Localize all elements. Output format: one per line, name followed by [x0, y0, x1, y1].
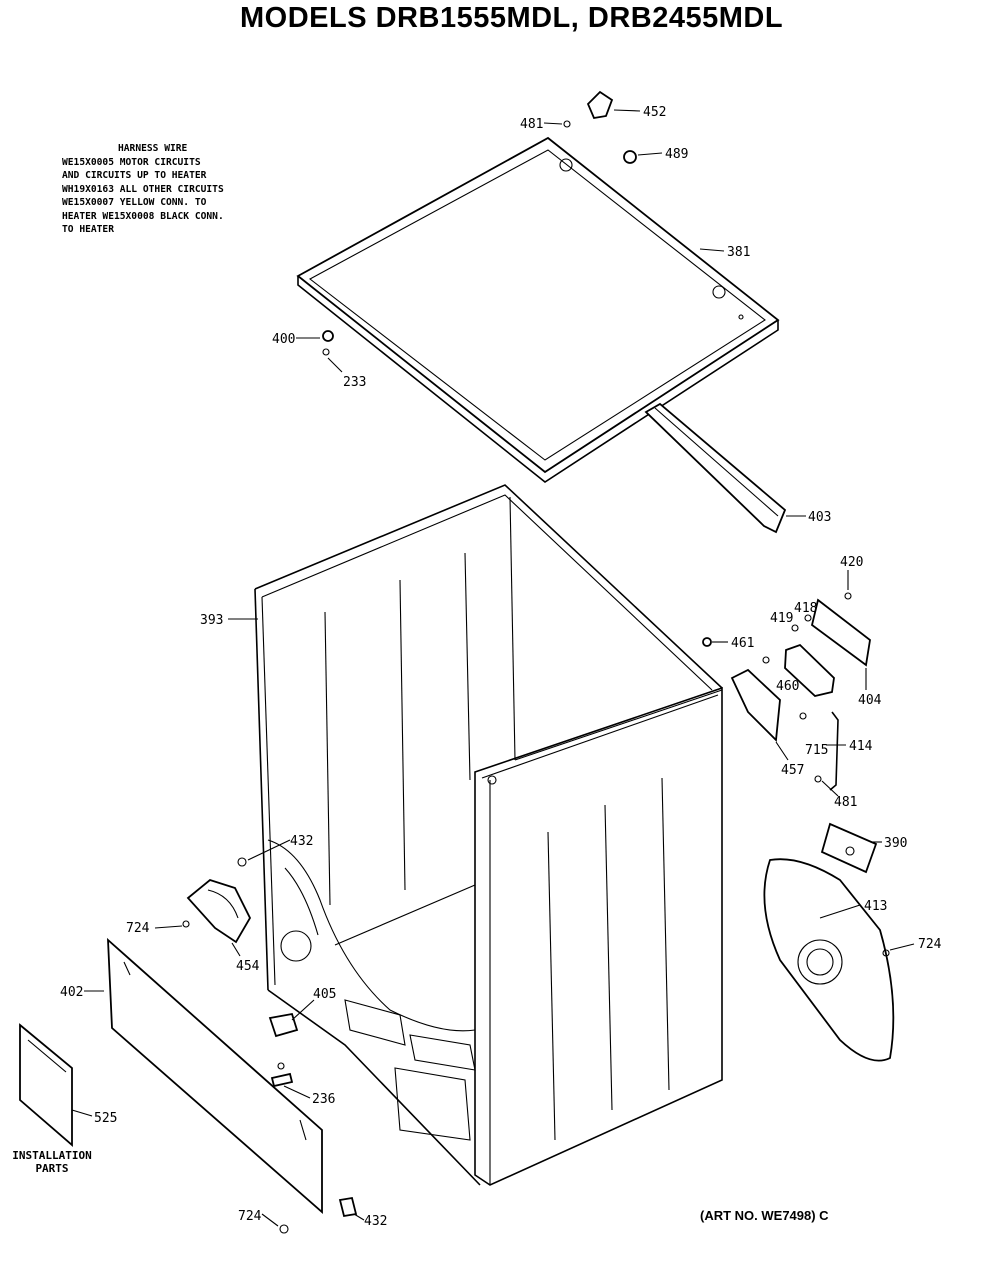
part-label-405: 405 [313, 987, 336, 1002]
part-label-481: 481 [834, 795, 857, 810]
part-label-420: 420 [840, 555, 863, 570]
part-label-233: 233 [343, 375, 366, 390]
part-label-403: 403 [808, 510, 831, 525]
part-label-390: 390 [884, 836, 907, 851]
part-label-413: 413 [864, 899, 887, 914]
harness-note-line: WH19X0163 ALL OTHER CIRCUITS [62, 183, 224, 195]
art-number: (ART NO. WE7498) C [700, 1208, 829, 1223]
part-label-418: 418 [794, 601, 817, 616]
part-label-452: 452 [643, 105, 666, 120]
part-label-381: 381 [727, 245, 750, 260]
left-hardware [182, 857, 299, 1088]
harness-note-line: HEATER WE15X0008 BLACK CONN. [62, 210, 224, 222]
part-label-400: 400 [272, 332, 295, 347]
part-label-481: 481 [520, 117, 543, 132]
part-label-724: 724 [238, 1209, 262, 1224]
part-label-419: 419 [770, 611, 793, 626]
top-hardware [322, 90, 637, 356]
part-label-393: 393 [200, 613, 223, 628]
part-number-labels: 481 452 489 381 400 233 403 420 393 419 … [60, 105, 942, 1229]
part-label-461: 461 [731, 636, 754, 651]
part-label-724: 724 [918, 937, 942, 952]
part-label-432: 432 [364, 1214, 387, 1229]
cabinet [254, 484, 723, 1186]
part-label-402: 402 [60, 985, 83, 1000]
part-label-432: 432 [290, 834, 313, 849]
harness-wire-note: HARNESS WIRE WE15X0005 MOTOR CIRCUITS AN… [62, 142, 224, 237]
leader-lines [71, 109, 915, 1227]
installation-parts-caption: INSTALLATION PARTS [2, 1149, 102, 1175]
front-channel [644, 402, 787, 534]
page-title: MODELS DRB1555MDL, DRB2455MDL [240, 2, 784, 34]
bottom-hardware [279, 1196, 358, 1234]
part-label-489: 489 [665, 147, 688, 162]
right-hardware [702, 592, 878, 874]
part-label-236: 236 [312, 1092, 335, 1107]
harness-note-line: AND CIRCUITS UP TO HEATER [62, 170, 207, 181]
installation-caption-line: INSTALLATION [12, 1149, 92, 1162]
harness-note-line: TO HEATER [62, 224, 114, 235]
part-label-460: 460 [776, 679, 799, 694]
part-label-525: 525 [94, 1111, 117, 1126]
part-label-404: 404 [858, 693, 882, 708]
installation-caption-line: PARTS [35, 1162, 69, 1175]
part-label-454: 454 [236, 959, 260, 974]
top-panel [296, 136, 780, 483]
part-label-724: 724 [126, 921, 150, 936]
harness-note-line: WE15X0007 YELLOW CONN. TO [62, 197, 207, 208]
part-label-414: 414 [849, 739, 873, 754]
installation-parts-bag [19, 1023, 73, 1147]
part-label-715: 715 [805, 743, 828, 758]
harness-note-heading: HARNESS WIRE [118, 143, 188, 154]
rear-access-cover [763, 858, 895, 1062]
harness-note-line: WE15X0005 MOTOR CIRCUITS [62, 156, 201, 168]
kick-panel [107, 937, 323, 1214]
part-label-457: 457 [781, 763, 804, 778]
